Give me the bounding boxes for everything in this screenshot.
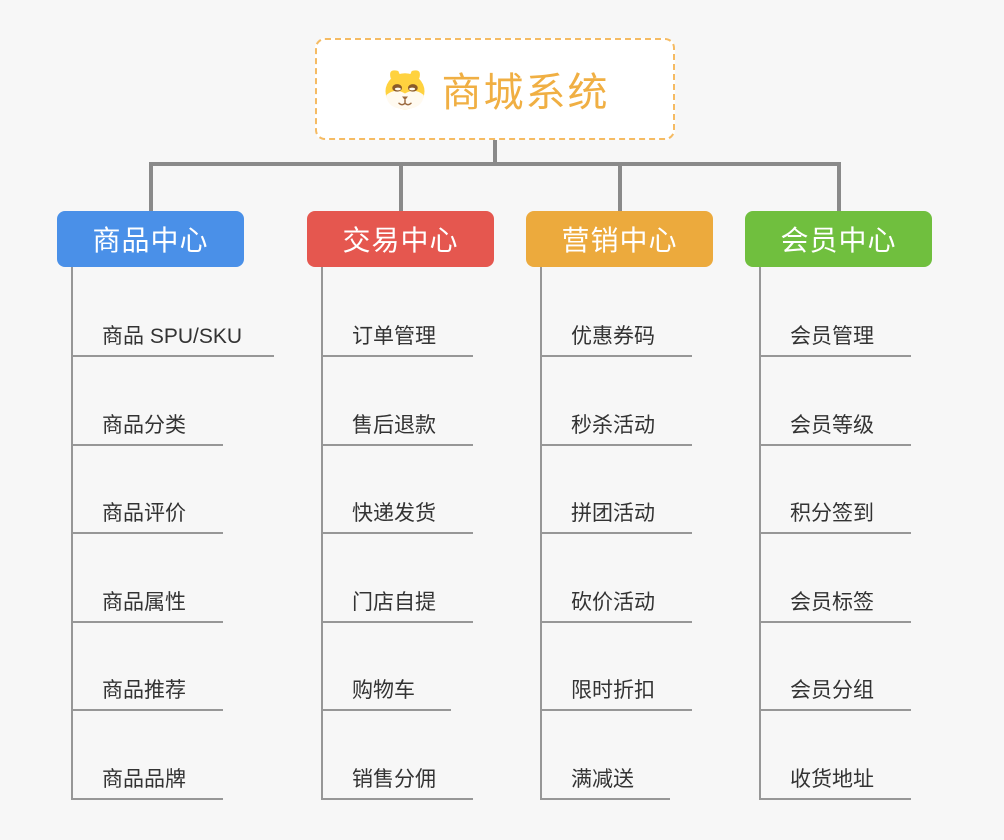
leaf-item-trade-center-5[interactable]: 购物车: [321, 669, 451, 711]
branch-node-member-center[interactable]: 会员中心: [745, 211, 932, 267]
leaf-item-member-center-1[interactable]: 会员管理: [759, 315, 911, 357]
connector-drop-marketing-center: [617, 162, 622, 212]
leaf-item-member-center-2[interactable]: 会员等级: [759, 404, 911, 446]
leaf-item-member-center-6[interactable]: 收货地址: [759, 758, 911, 800]
leaf-item-product-center-3[interactable]: 商品评价: [71, 492, 223, 534]
leaf-item-member-center-5[interactable]: 会员分组: [759, 669, 911, 711]
branch-node-trade-center[interactable]: 交易中心: [307, 211, 494, 267]
connector-drop-member-center: [836, 162, 841, 212]
root-title: 商城系统: [441, 71, 610, 115]
leaf-item-product-center-2[interactable]: 商品分类: [71, 404, 223, 446]
leaf-item-product-center-6[interactable]: 商品品牌: [71, 758, 223, 800]
connector-drop-trade-center: [398, 162, 403, 212]
connector-horizontal-rail: [149, 162, 840, 166]
dog-face-icon: [385, 70, 424, 110]
leaf-item-trade-center-2[interactable]: 售后退款: [321, 404, 473, 446]
leaf-item-marketing-center-1[interactable]: 优惠券码: [540, 315, 692, 357]
leaf-item-product-center-1[interactable]: 商品 SPU/SKU: [71, 315, 274, 357]
leaf-item-marketing-center-2[interactable]: 秒杀活动: [540, 404, 692, 446]
leaf-item-trade-center-3[interactable]: 快递发货: [321, 492, 473, 534]
leaf-item-marketing-center-3[interactable]: 拼团活动: [540, 492, 692, 534]
branch-node-marketing-center[interactable]: 营销中心: [526, 211, 713, 267]
leaf-item-marketing-center-5[interactable]: 限时折扣: [540, 669, 692, 711]
leaf-item-product-center-5[interactable]: 商品推荐: [71, 669, 223, 711]
leaf-item-trade-center-4[interactable]: 门店自提: [321, 581, 473, 623]
branch-node-product-center[interactable]: 商品中心: [57, 211, 244, 267]
connector-root-drop: [493, 140, 497, 164]
leaf-item-trade-center-6[interactable]: 销售分佣: [321, 758, 473, 800]
connector-drop-product-center: [148, 162, 153, 212]
leaf-item-trade-center-1[interactable]: 订单管理: [321, 315, 473, 357]
leaf-item-marketing-center-6[interactable]: 满减送: [540, 758, 670, 800]
leaf-item-product-center-4[interactable]: 商品属性: [71, 581, 223, 623]
root-node[interactable]: 商城系统: [315, 38, 675, 140]
leaf-item-member-center-3[interactable]: 积分签到: [759, 492, 911, 534]
leaf-item-marketing-center-4[interactable]: 砍价活动: [540, 581, 692, 623]
leaf-item-member-center-4[interactable]: 会员标签: [759, 581, 911, 623]
